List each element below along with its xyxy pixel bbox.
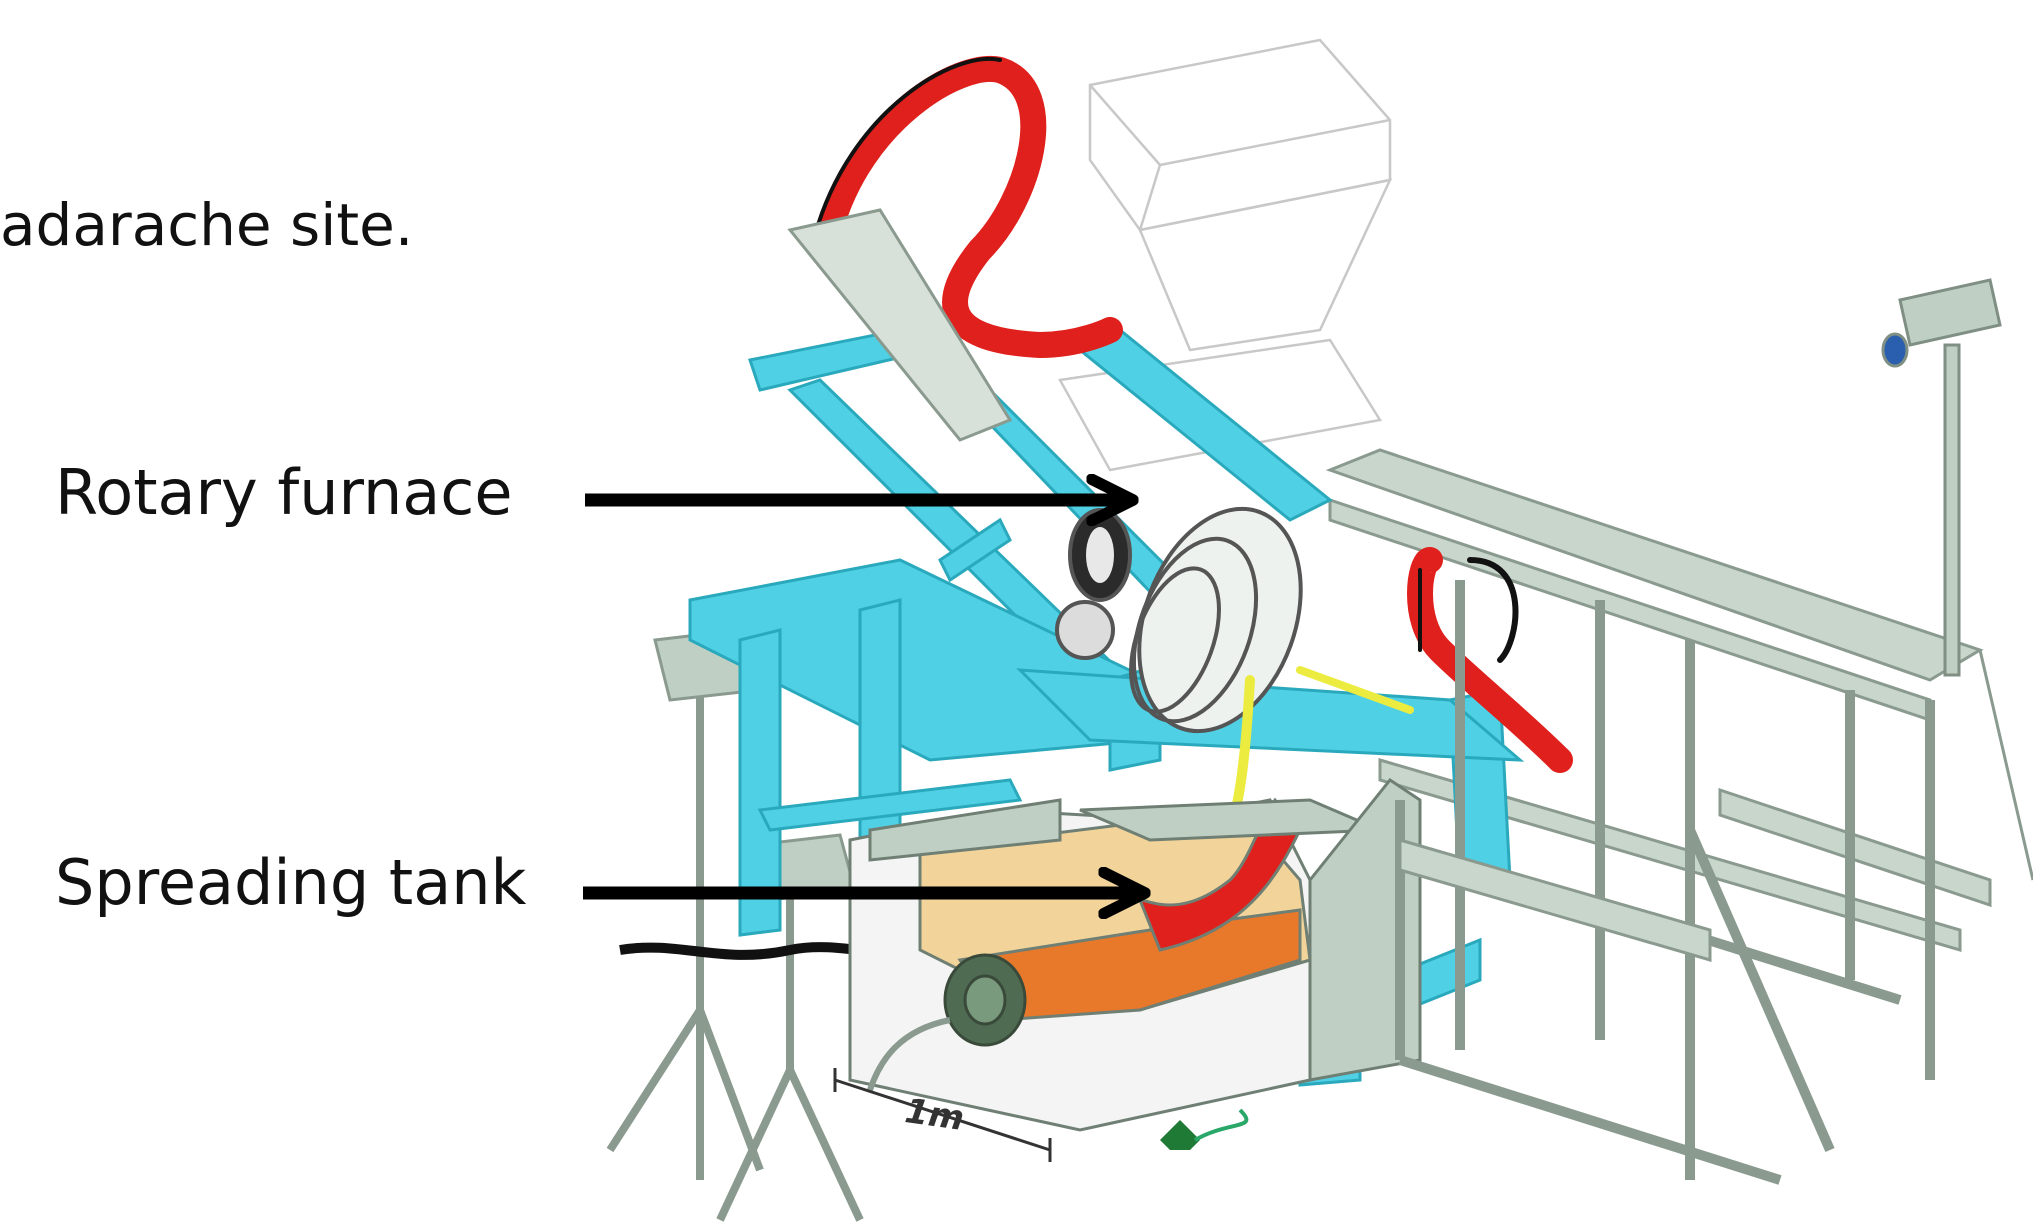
scale-bar-label: 1m — [902, 1091, 967, 1139]
hopper — [1058, 38, 1393, 472]
red-hoses — [813, 55, 1573, 773]
caption-text: adarache site. — [0, 191, 414, 259]
side-motor — [867, 953, 1027, 1091]
feeder-arm — [787, 208, 1013, 442]
floor-sensor — [1160, 1108, 1249, 1150]
right-rail-frame — [1325, 448, 2033, 1080]
label-spreading-tank: Spreading tank — [55, 846, 527, 919]
right-trestle — [1395, 580, 1902, 1185]
rotary-furnace — [1055, 506, 1303, 734]
left-stands — [606, 628, 864, 1222]
camera-pole — [1881, 278, 2002, 677]
scale-bar — [833, 1068, 1052, 1162]
label-rotary-furnace: Rotary furnace — [55, 456, 513, 529]
